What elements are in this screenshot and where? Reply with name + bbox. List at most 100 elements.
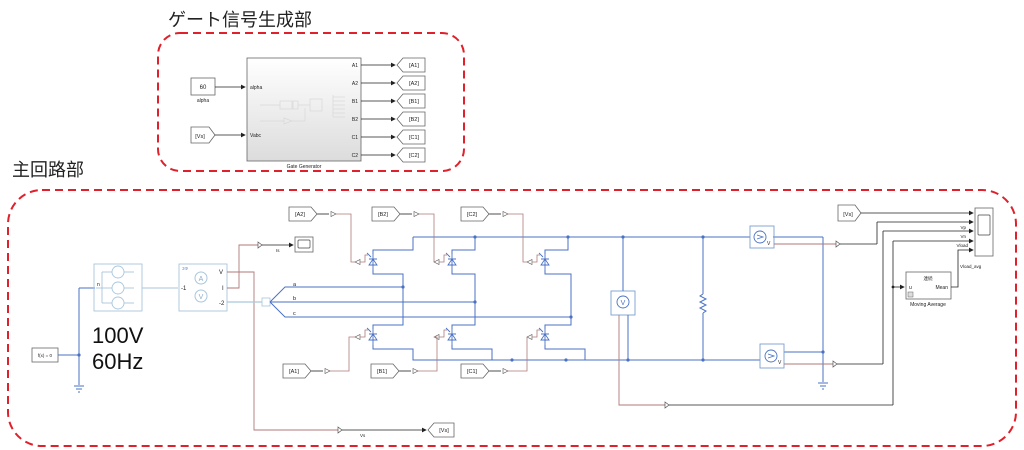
svg-text:A2: A2 <box>352 81 358 87</box>
solver-configuration-block[interactable]: f(x) = 0 <box>31 347 59 363</box>
thyristor-b-upper[interactable] <box>445 252 457 270</box>
from-a2[interactable]: [A2] <box>288 206 318 222</box>
alpha-constant-block[interactable]: 60 alpha <box>190 77 216 104</box>
svg-text:[C1]: [C1] <box>409 135 420 141</box>
svg-text:[Vs]: [Vs] <box>439 428 449 434</box>
svg-text:[Vs]: [Vs] <box>843 212 853 218</box>
output-b1: B1 [B1] <box>352 93 426 109</box>
vn-sensor-block[interactable]: V <box>759 343 785 369</box>
thyristor-bridge <box>311 211 628 374</box>
vs-signal-label: Vs <box>360 433 366 438</box>
svg-text:u: u <box>909 285 912 291</box>
svg-text:C2: C2 <box>352 153 359 159</box>
goto-b1 <box>396 93 426 109</box>
goto-a2 <box>396 75 426 91</box>
gate-generator-block[interactable]: alpha Vabc Gate Generator <box>246 57 362 170</box>
svg-text:[C2]: [C2] <box>467 212 478 218</box>
vload-avg-label: Vload_avg <box>960 264 982 269</box>
vs-goto-block[interactable]: [Vs] <box>427 422 455 438</box>
thyristor-c-upper[interactable] <box>538 252 550 270</box>
frequency-annotation: 60Hz <box>92 349 143 374</box>
svg-text:B1: B1 <box>352 99 358 105</box>
svg-text:[B1]: [B1] <box>409 99 419 105</box>
thyristor-b-lower[interactable] <box>445 327 457 345</box>
moving-average-label: Moving Average <box>910 302 946 308</box>
svg-text:[A1]: [A1] <box>289 369 299 375</box>
svg-text:[B1]: [B1] <box>377 369 387 375</box>
current-scope-block[interactable] <box>294 236 314 253</box>
ammeter-icon: A <box>199 276 204 283</box>
output-c2: C2 [C2] <box>352 147 426 163</box>
gate-section-border <box>157 32 465 172</box>
output-b2: B2 [B2] <box>352 111 426 127</box>
svg-text:[C1]: [C1] <box>467 369 478 375</box>
goto-a1 <box>396 57 426 73</box>
from-b2[interactable]: [B2] <box>371 206 401 222</box>
svg-text:3Φ: 3Φ <box>182 266 189 271</box>
svg-text:[A1]: [A1] <box>409 63 419 69</box>
svg-text:連続: 連続 <box>924 275 933 282</box>
thyristor-c-lower[interactable] <box>538 327 550 345</box>
goto-c1 <box>396 129 426 145</box>
gate-outputs: A1 [A1] A2 [A2] B1 [B1] B2 [B2] C1 [C1] … <box>352 57 426 163</box>
vp-label: Vp <box>960 225 966 230</box>
alpha-label: alpha <box>197 98 209 104</box>
three-phase-source-block[interactable]: n <box>93 263 143 312</box>
svg-text:I: I <box>222 286 224 292</box>
ground-icon <box>74 385 84 393</box>
voltmeter-glyph: V <box>621 300 626 307</box>
output-a1: A1 [A1] <box>352 57 426 73</box>
is-signal-label: Is <box>276 248 280 253</box>
voltage-annotation: 100V <box>92 323 144 348</box>
svg-text:f(x) = 0: f(x) = 0 <box>38 353 53 358</box>
svg-text:[C2]: [C2] <box>409 153 420 159</box>
svg-text:A1: A1 <box>352 63 358 69</box>
port-alpha: alpha <box>250 85 262 91</box>
subsystem-preview <box>260 95 345 125</box>
main-section-border <box>7 189 1017 447</box>
vs-from-block[interactable]: [Vs] <box>190 126 216 144</box>
svg-text:[A2]: [A2] <box>409 81 419 87</box>
phase-c-label: c <box>293 311 296 317</box>
port-n: n <box>97 282 100 288</box>
scope-vs-from[interactable]: [Vs] <box>837 204 862 222</box>
svg-text:60: 60 <box>200 85 207 91</box>
svg-text:[Vs]: [Vs] <box>195 134 205 140</box>
output-c1: C1 [C1] <box>352 129 426 145</box>
svg-text:V: V <box>219 270 223 276</box>
svg-text:B2: B2 <box>352 117 358 123</box>
phase-b-label: b <box>293 296 296 302</box>
svg-text:V: V <box>778 360 782 366</box>
vp-sensor-block[interactable]: V <box>749 225 775 249</box>
from-c2[interactable]: [C2] <box>460 206 490 222</box>
thyristor-a-upper[interactable] <box>366 252 378 270</box>
from-b1[interactable]: [B1] <box>370 363 400 379</box>
svg-text:V: V <box>767 241 771 247</box>
svg-text:[B2]: [B2] <box>409 117 419 123</box>
goto-c2 <box>396 147 426 163</box>
main-section-title: 主回路部 <box>12 160 84 181</box>
dc-ground-icon <box>818 382 828 390</box>
voltmeter-icon: V <box>199 294 204 301</box>
gate-generator-label: Gate Generator <box>287 164 322 170</box>
load-resistor[interactable] <box>698 237 708 360</box>
from-a1[interactable]: [A1] <box>282 363 312 379</box>
svg-text:[B2]: [B2] <box>378 212 388 218</box>
svg-text:-2: -2 <box>219 301 225 307</box>
dc-voltage-sensor-block[interactable]: V <box>610 290 636 316</box>
output-a2: A2 [A2] <box>352 75 426 91</box>
three-phase-measurement-block[interactable]: 3Φ A V -1 V I -2 <box>178 263 228 312</box>
svg-text:[A2]: [A2] <box>295 212 305 218</box>
from-c1[interactable]: [C1] <box>460 363 490 379</box>
svg-text:C1: C1 <box>352 135 359 141</box>
thyristor-a-lower[interactable] <box>366 327 378 345</box>
vn-label: Vn <box>960 234 966 239</box>
vload-label: Vload <box>956 243 968 248</box>
svg-text:Mean: Mean <box>935 285 948 291</box>
svg-text:-1: -1 <box>181 286 187 292</box>
main-scope-block[interactable] <box>974 207 994 257</box>
goto-b2 <box>396 111 426 127</box>
moving-average-block[interactable]: 連続 u Mean Moving Average <box>905 271 952 308</box>
port-vabc: Vabc <box>250 133 262 139</box>
